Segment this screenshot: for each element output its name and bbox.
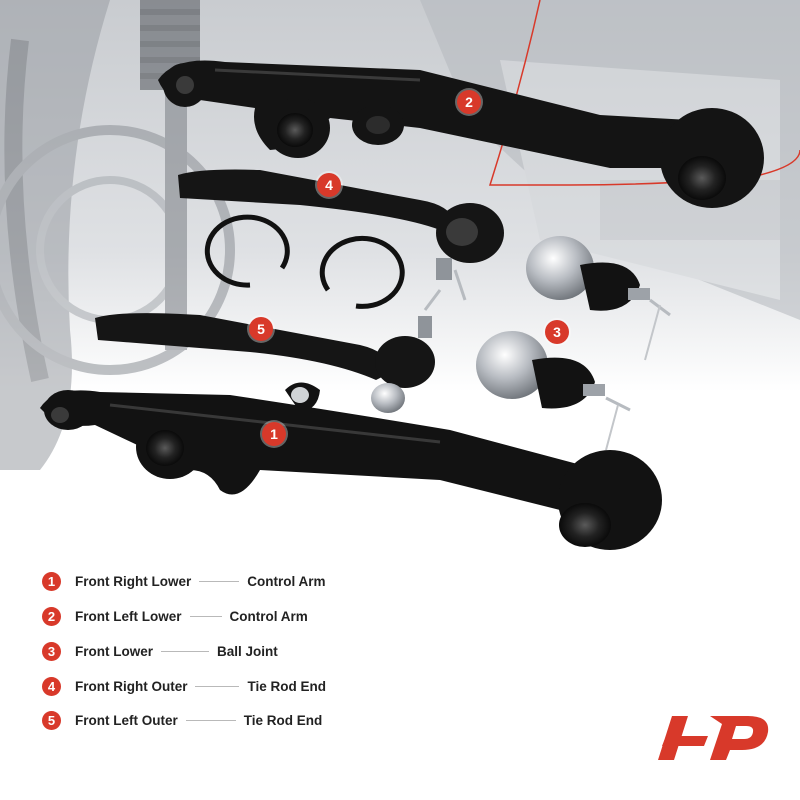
legend-label-right: Control Arm bbox=[247, 573, 326, 589]
ball-joint-3-lower bbox=[476, 331, 631, 451]
legend-leader-line bbox=[185, 719, 236, 721]
legend-row-5: 5 Front Left Outer Tie Rod End bbox=[42, 709, 322, 731]
tie-rod-end-5 bbox=[95, 289, 442, 413]
legend-row-1: 1 Front Right Lower Control Arm bbox=[42, 570, 325, 592]
legend-label-left: Front Right Lower bbox=[75, 573, 192, 589]
legend-number-badge: 2 bbox=[42, 606, 61, 626]
part-tag-3: 3 bbox=[545, 320, 569, 344]
legend-label-right: Control Arm bbox=[229, 608, 308, 624]
legend-label-right: Tie Rod End bbox=[247, 678, 326, 694]
part-tag-5: 5 bbox=[249, 317, 273, 341]
legend-number-badge: 3 bbox=[42, 641, 61, 661]
legend-label-left: Front Left Lower bbox=[75, 608, 182, 624]
ball-joint-3-upper bbox=[526, 236, 671, 361]
snap-ring-left bbox=[204, 214, 290, 288]
legend-number-badge: 4 bbox=[42, 676, 61, 696]
legend-label-left: Front Lower bbox=[75, 643, 153, 659]
red-outline bbox=[488, 0, 800, 186]
legend-number-badge: 5 bbox=[42, 710, 61, 730]
legend-leader-line bbox=[199, 580, 240, 582]
legend-row-2: 2 Front Left Lower Control Arm bbox=[42, 605, 308, 627]
control-arm-2 bbox=[158, 60, 764, 208]
legend-row-3: 3 Front Lower Ball Joint bbox=[42, 640, 278, 662]
tie-rod-end-4 bbox=[178, 169, 504, 301]
snap-ring-right bbox=[319, 235, 405, 309]
brand-logo-icon bbox=[658, 716, 769, 760]
part-tag-2: 2 bbox=[457, 90, 481, 114]
legend-label-left: Front Left Outer bbox=[75, 712, 178, 728]
legend-leader-line bbox=[195, 685, 240, 687]
legend-label-left: Front Right Outer bbox=[75, 678, 188, 694]
part-tag-1: 1 bbox=[262, 422, 286, 446]
control-arm-1 bbox=[40, 382, 662, 550]
legend-leader-line bbox=[161, 650, 209, 652]
legend-leader-line bbox=[189, 615, 222, 617]
part-tag-4: 4 bbox=[317, 173, 341, 197]
legend-row-4: 4 Front Right Outer Tie Rod End bbox=[42, 675, 326, 697]
legend-label-right: Ball Joint bbox=[217, 643, 278, 659]
legend-label-right: Tie Rod End bbox=[243, 712, 323, 728]
legend-number-badge: 1 bbox=[42, 571, 61, 591]
